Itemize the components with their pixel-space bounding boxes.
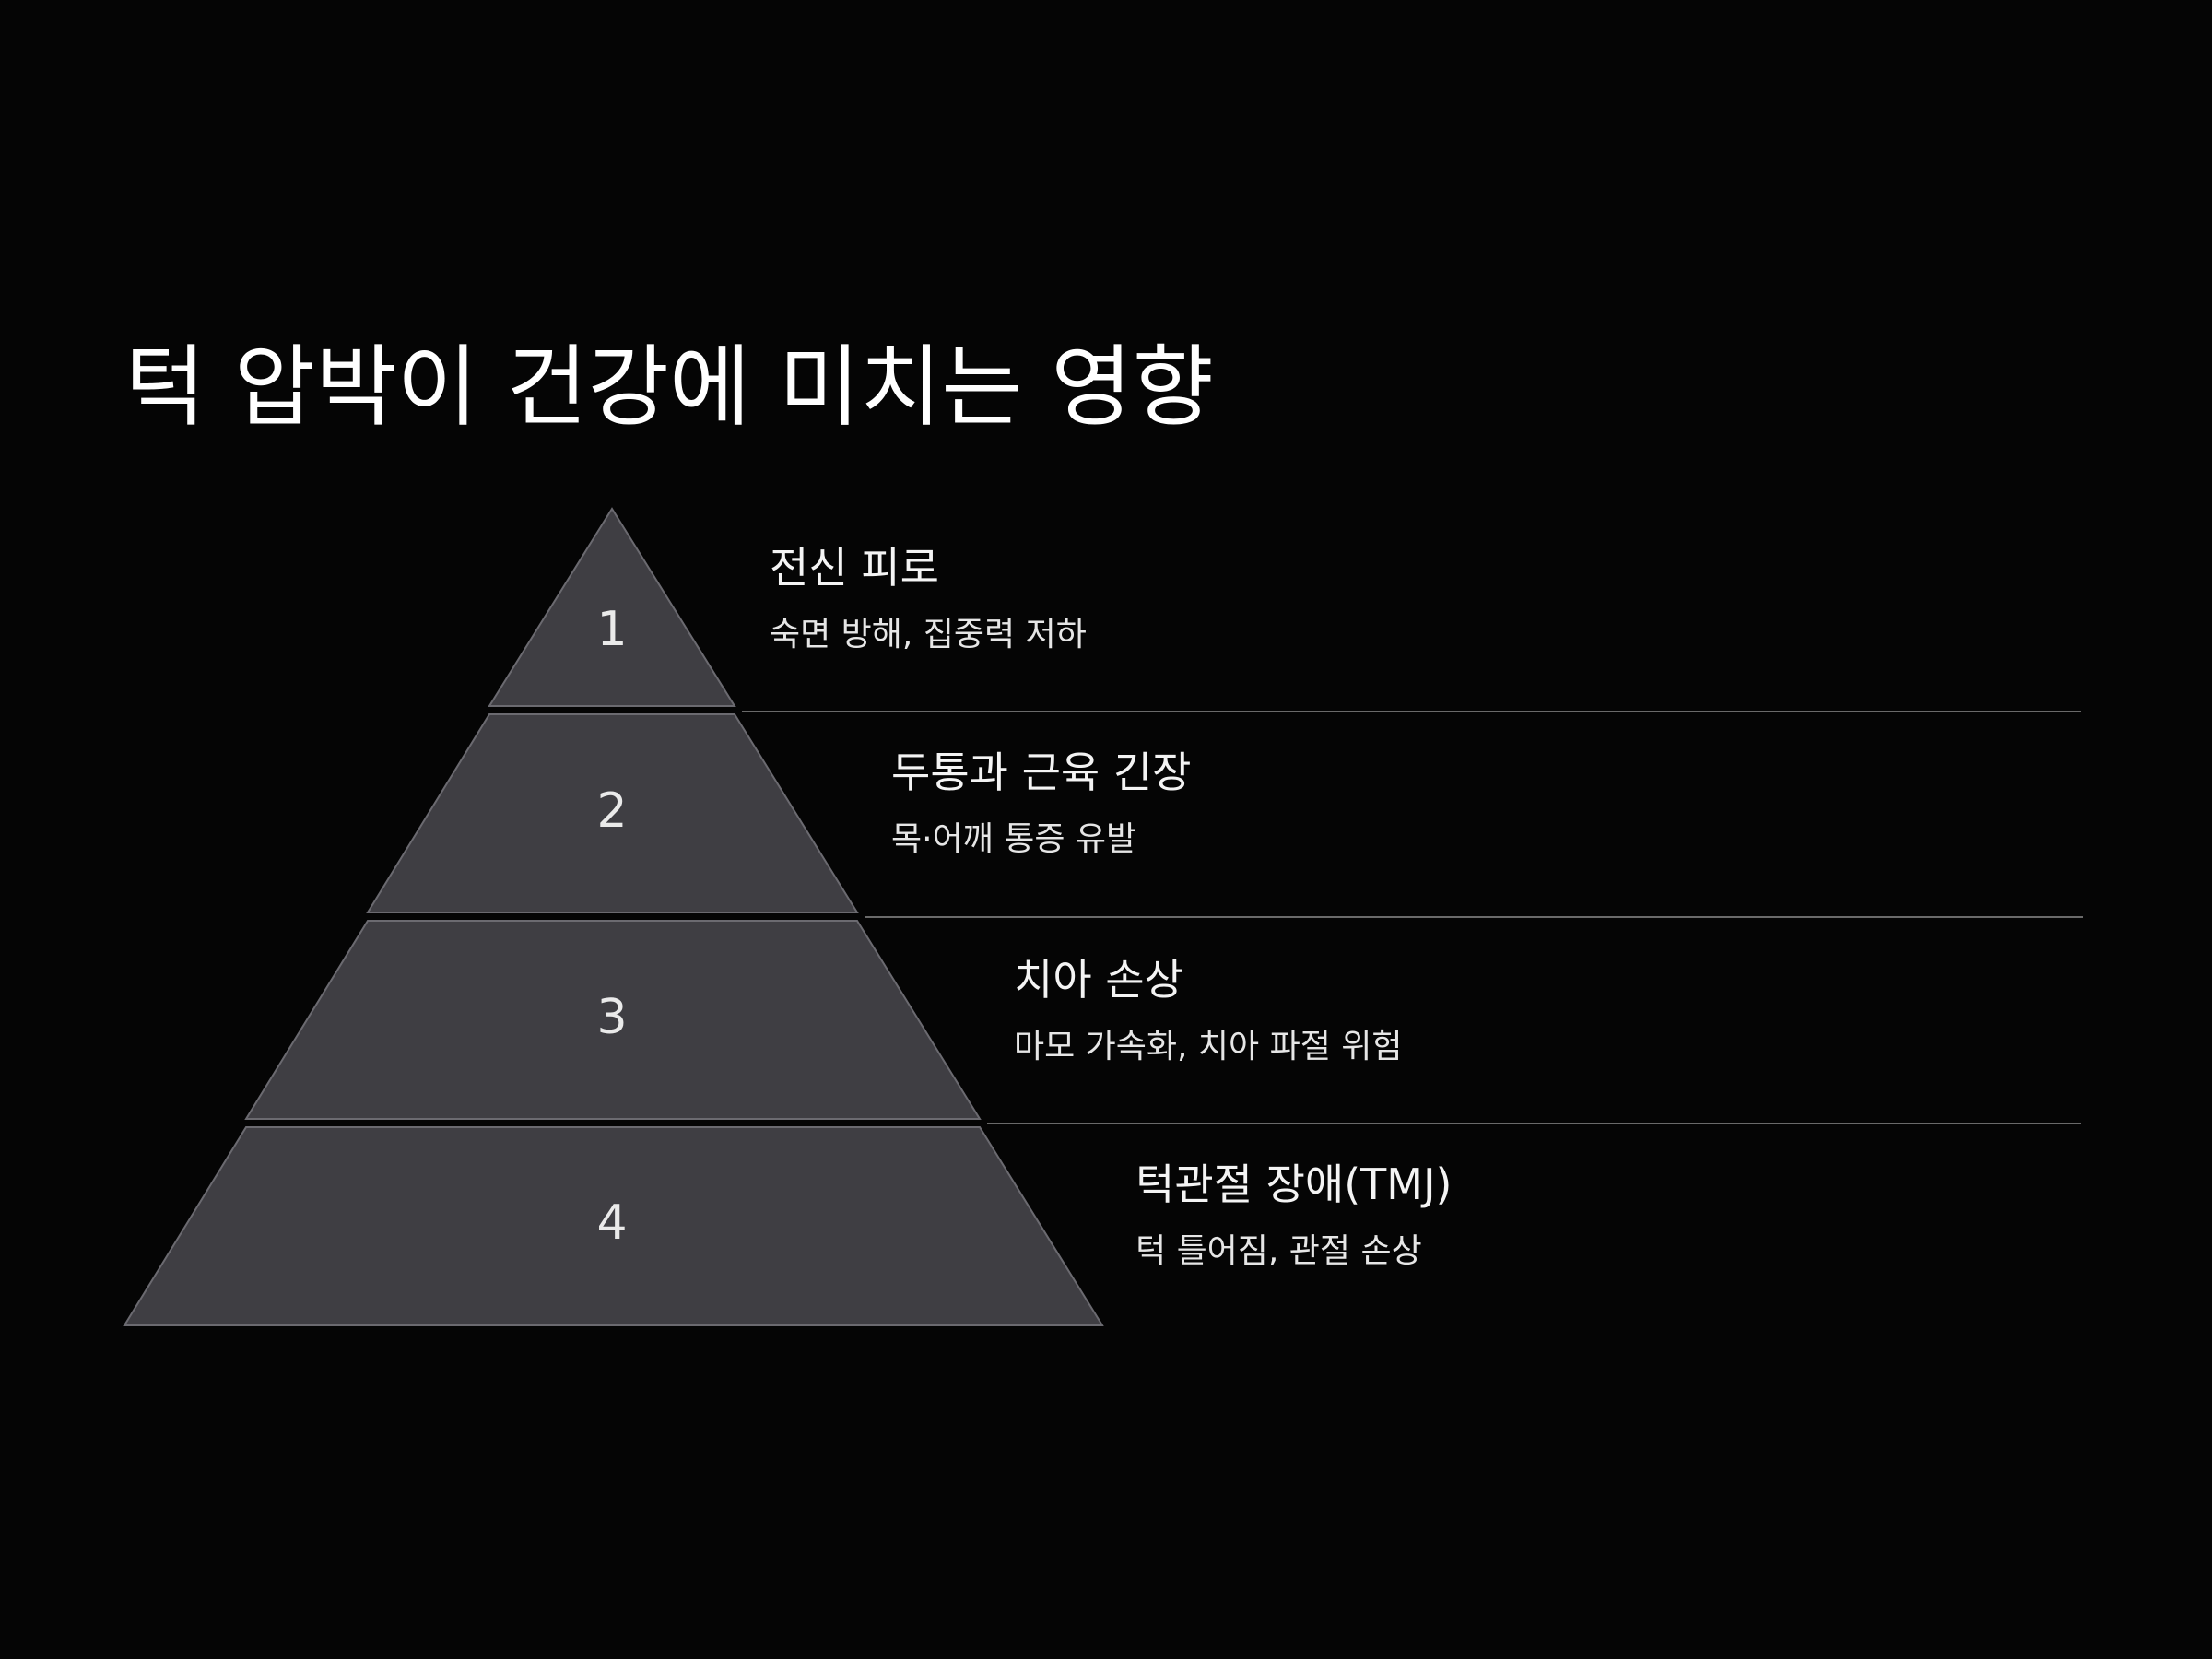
- level-heading-3: 치아 손상: [1014, 955, 1183, 1005]
- level-description-4: 턱 틀어짐, 관절 손상: [1135, 1232, 1422, 1270]
- level-heading-4: 턱관절 장애(TMJ): [1135, 1159, 1453, 1209]
- pyramid-level-4: 4: [123, 1126, 1104, 1326]
- level-number-3: 3: [596, 990, 627, 1045]
- level-description-2: 목·어깨 통증 유발: [891, 820, 1137, 858]
- level-description-1: 숙면 방해, 집중력 저하: [770, 616, 1087, 653]
- pyramid-segment-2: [366, 713, 859, 913]
- page-title: 턱 압박이 건강에 미치는 영향: [124, 335, 1214, 439]
- level-heading-1: 전신 피로: [770, 543, 939, 593]
- level-item-3: 치아 손상 마모 가속화, 치아 파절 위험: [1014, 952, 1403, 1068]
- level-number-2: 2: [596, 783, 627, 839]
- pyramid-level-1: 1: [488, 507, 736, 707]
- level-item-2: 두통과 근육 긴장 목·어깨 통증 유발: [891, 745, 1191, 861]
- pyramid-level-2: 2: [366, 713, 859, 913]
- level-description-3: 마모 가속화, 치아 파절 위험: [1014, 1028, 1403, 1065]
- level-number-1: 1: [596, 602, 627, 657]
- level-heading-2: 두통과 근육 긴장: [891, 747, 1192, 797]
- level-item-4: 턱관절 장애(TMJ) 턱 틀어짐, 관절 손상: [1135, 1157, 1452, 1273]
- pyramid-segment-3: [244, 920, 982, 1120]
- level-item-1: 전신 피로 숙면 방해, 집중력 저하: [770, 540, 1087, 656]
- pyramid-level-3: 3: [244, 920, 982, 1120]
- pyramid-segment-1: [488, 507, 736, 707]
- level-number-4: 4: [596, 1195, 627, 1251]
- pyramid-segment-4: [123, 1126, 1104, 1326]
